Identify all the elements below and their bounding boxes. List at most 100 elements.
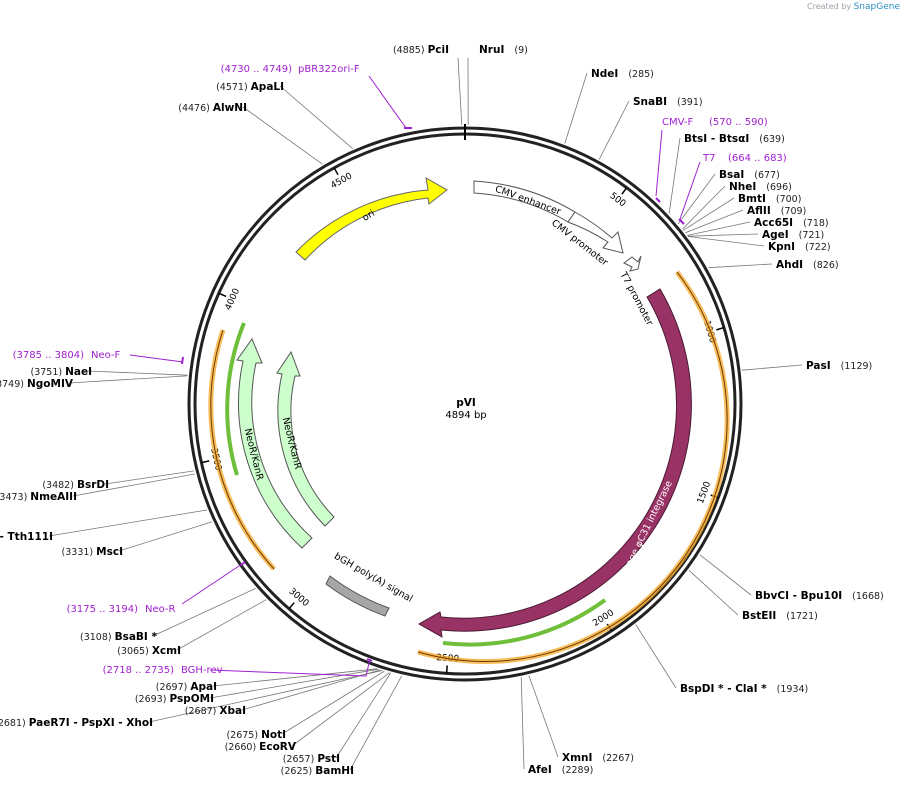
- site-leader-line: [520, 677, 525, 770]
- site-leader-line: [682, 185, 726, 230]
- site-position: (639): [759, 134, 785, 145]
- site-label[interactable]: (2697) ApaI: [156, 681, 217, 693]
- site-label[interactable]: (3065) XcmI: [117, 645, 181, 657]
- site-label[interactable]: (2693) PspOMI: [135, 693, 214, 705]
- site-leader-line: [48, 509, 207, 537]
- site-leader-line: [104, 470, 195, 485]
- integrase-arrow[interactable]: [417, 288, 692, 638]
- primer-range: (664 .. 683): [728, 153, 787, 164]
- site-label[interactable]: BtsI - BtsαI(639): [684, 133, 785, 145]
- site-label[interactable]: (3331) MscI: [62, 546, 123, 558]
- site-position: (1668): [852, 591, 884, 602]
- site-name: AgeI: [762, 229, 789, 241]
- site-label[interactable]: BstEII(1721): [742, 610, 818, 622]
- site-label[interactable]: AhdI (826): [776, 259, 839, 271]
- tick-mark: [333, 167, 339, 176]
- site-position: (1129): [841, 361, 873, 372]
- bgh-polya-box[interactable]: [325, 575, 390, 617]
- site-name: BsaI: [719, 169, 744, 181]
- primer-mark-t7: [678, 218, 685, 225]
- site-label[interactable]: BsaI(677): [719, 169, 780, 181]
- site-label[interactable]: (2681) PaeR7I - PspXI - XhoI: [0, 717, 153, 729]
- site-label[interactable]: (3473) NmeAIII: [0, 491, 77, 503]
- primer-name: Neo-F: [91, 350, 121, 361]
- site-name: BsrDI: [77, 479, 109, 491]
- site-name: PstI: [317, 753, 340, 765]
- site-position: (9): [514, 45, 527, 56]
- site-label[interactable]: BbvCI - Bpu10I(1668): [755, 590, 884, 602]
- neor-kanr-arrow-1[interactable]: [236, 337, 313, 549]
- site-leader-line: [683, 197, 735, 231]
- site-name: - XhoI: [115, 717, 153, 729]
- primer-name: CMV-F: [662, 117, 693, 128]
- cmv-promoter-arrow[interactable]: [567, 211, 624, 254]
- primer-labels: (4730 .. 4749) pBR322ori-F CMV-F (570 ..…: [13, 64, 787, 676]
- site-name: XcmI: [152, 645, 181, 657]
- site-position: (2687): [185, 706, 220, 717]
- site-label[interactable]: (4571) ApaLI: [216, 81, 284, 93]
- site-label[interactable]: (4476) AlwNI: [178, 102, 247, 114]
- site-label[interactable]: NdeI(285): [591, 68, 654, 80]
- site-label[interactable]: KpnI(722): [768, 241, 831, 253]
- site-label[interactable]: AflII(709): [747, 205, 806, 217]
- site-label[interactable]: (3749) NgoMIV: [0, 378, 74, 390]
- site-label[interactable]: BspDI * - ClaI *(1934): [680, 683, 808, 695]
- site-label[interactable]: AfeI(2289): [528, 764, 593, 776]
- site-leader-line: [291, 672, 390, 747]
- site-label[interactable]: NheI(696): [729, 181, 792, 193]
- site-leader-line: [598, 100, 630, 160]
- primer-marks: [181, 127, 685, 662]
- site-label[interactable]: (3482) BsrDI: [42, 479, 109, 491]
- site-position: (3473): [0, 492, 30, 503]
- site-leader-line: [68, 375, 188, 384]
- site-name: NaeI: [65, 366, 92, 378]
- primer-range: (570 .. 590): [709, 117, 768, 128]
- site-label[interactable]: XmnI(2267): [562, 752, 634, 764]
- site-leader-line: [72, 473, 195, 497]
- site-label[interactable]: (3751) NaeI: [30, 366, 92, 378]
- site-position: (4476): [178, 103, 213, 114]
- tick-label: 500: [608, 191, 628, 209]
- site-name: XmnI: [562, 752, 592, 764]
- site-name: Acc65I: [754, 217, 793, 229]
- site-leader-line: [279, 85, 353, 149]
- site-position: (2681): [0, 718, 29, 729]
- site-label[interactable]: (3108) BsaBI *: [80, 631, 158, 643]
- credit-prefix: Created by: [807, 2, 852, 11]
- site-position: (826): [813, 260, 839, 271]
- site-label[interactable]: PasI(1129): [806, 360, 872, 372]
- site-name: AlwNI: [213, 102, 247, 114]
- site-label[interactable]: Acc65I(718): [754, 217, 829, 229]
- primer-range: (4730 .. 4749): [221, 64, 293, 75]
- site-label[interactable]: (2660) EcoRV: [225, 741, 297, 753]
- site-label[interactable]: (2657) PstI: [283, 753, 340, 765]
- site-leader-line: [708, 263, 773, 269]
- site-leader-line: [685, 209, 744, 234]
- site-leader-line: [212, 668, 378, 687]
- site-leader-line: [87, 370, 188, 376]
- plasmid-length: 4894 bp: [445, 410, 486, 421]
- primer-leaders: [129, 75, 701, 677]
- site-leader-line: [741, 364, 803, 371]
- site-label[interactable]: (3367) PflFI - Tth111I: [0, 531, 53, 543]
- t7-promoter-arrow[interactable]: [623, 255, 642, 272]
- ori-arrow[interactable]: [295, 177, 448, 261]
- site-name: BsaBI *: [115, 631, 158, 643]
- site-label[interactable]: (4885) PciI: [393, 44, 449, 56]
- site-label[interactable]: (2625) BamHI: [281, 765, 354, 777]
- site-label[interactable]: (2687) XbaI: [185, 705, 246, 717]
- primer-range: (2718 .. 2735): [103, 665, 175, 676]
- neor-kanr-arrow-2[interactable]: [276, 350, 335, 527]
- site-label[interactable]: BmtI(700): [738, 193, 801, 205]
- site-label[interactable]: SnaBI(391): [633, 96, 703, 108]
- site-label[interactable]: (2675) NotI: [226, 729, 286, 741]
- site-name: - PspXI: [70, 717, 115, 729]
- tick-mark: [218, 292, 227, 298]
- tick-mark: [716, 326, 725, 331]
- site-name: BtsI: [684, 133, 707, 145]
- site-name: AhdI: [776, 259, 803, 271]
- site-label[interactable]: NruI(9): [479, 44, 528, 56]
- site-name: - Tth111I: [0, 531, 53, 543]
- site-label[interactable]: AgeI(721): [762, 229, 824, 241]
